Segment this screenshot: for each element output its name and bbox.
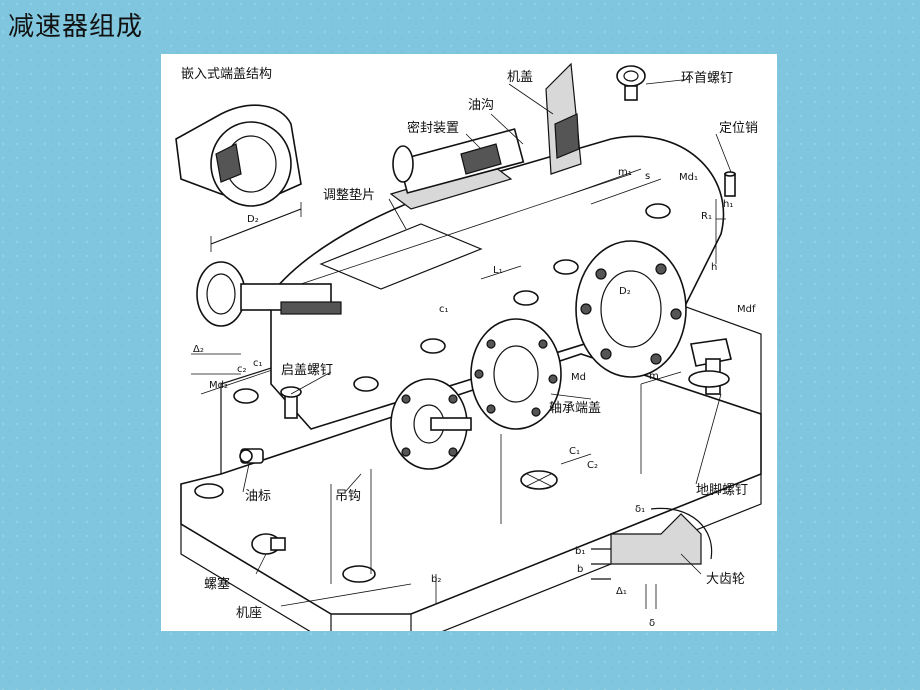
sym-m: m [649,371,659,382]
leader-lines [242,78,732,607]
label-seal-device: 密封装置 [407,120,459,136]
label-embedded-cover: 嵌入式端盖结构 [181,67,272,82]
seal-device [392,128,525,194]
bearing-cover-small [390,378,472,470]
sym-D2-mid: D₂ [619,286,631,297]
label-oil-gauge: 油标 [245,489,271,504]
label-big-gear: 大齿轮 [706,572,745,587]
sym-Mdf: Mdf [737,304,756,315]
oil-gauge [239,448,264,464]
big-gear-inset [591,507,713,609]
label-oil-groove: 油沟 [468,98,494,113]
ring-bolt [616,65,646,101]
locating-pin [724,171,736,197]
sym-Md: Md [571,372,586,383]
label-hook: 吊钩 [335,489,361,504]
sym-c1-left: c₁ [253,358,263,369]
foundation-bolt [688,338,732,395]
base-housing [180,258,762,631]
label-ring-bolt: 环首螺钉 [681,71,733,86]
sym-Delta1: Δ₁ [616,586,627,597]
input-shaft-assembly [196,163,513,327]
label-bearing-cover: 轴承端盖 [549,401,601,416]
bearing-cover-middle [470,318,562,430]
lift-cover-bolt [280,386,302,419]
reducer-diagram: 嵌入式端盖结构 机盖 环首螺钉 油沟 密封装置 定位销 调整垫片 启盖螺钉 轴承… [161,54,777,631]
sym-Md2: Md₂ [209,380,228,391]
sym-C1: C₁ [569,446,580,457]
label-base: 机座 [236,606,262,621]
sym-R1: R₁ [701,211,712,222]
sym-m1: m₁ [618,167,632,178]
sym-b1: b₁ [575,546,585,557]
machine-cover [270,62,725,430]
sym-C2: C₂ [587,460,598,471]
sym-delta2: Δ₂ [193,344,204,355]
dimension-lines [191,168,726,604]
sym-delta1-top: δ₁ [635,504,645,515]
sym-b: b [577,564,583,575]
slide-title: 减速器组成 [8,12,144,42]
flange-bolts [233,203,671,404]
label-adjust-shim: 调整垫片 [323,187,375,203]
label-machine-cover: 机盖 [507,70,533,85]
sym-b2: b₂ [431,574,441,585]
sym-s: s [645,171,650,182]
sym-D2-top: D₂ [247,214,259,225]
sym-h: h [711,262,717,273]
sym-L1: L₁ [493,265,503,276]
sym-c2: c₂ [237,364,247,375]
sym-delta: δ [649,618,655,629]
label-locating-pin: 定位销 [719,121,758,136]
label-plug: 螺塞 [204,576,230,592]
label-lift-cover-bolt: 启盖螺钉 [281,363,333,378]
sym-h1: h₁ [723,199,733,210]
bearing-cover-large [575,240,687,378]
reducer-drawing: 嵌入式端盖结构 机盖 环首螺钉 油沟 密封装置 定位销 调整垫片 启盖螺钉 轴承… [175,62,762,631]
sym-c1-top: c₁ [439,304,449,315]
embedded-cover-inset [175,104,302,252]
sym-Md1: Md₁ [679,172,698,183]
label-anchor-bolt: 地脚螺钉 [696,482,748,498]
